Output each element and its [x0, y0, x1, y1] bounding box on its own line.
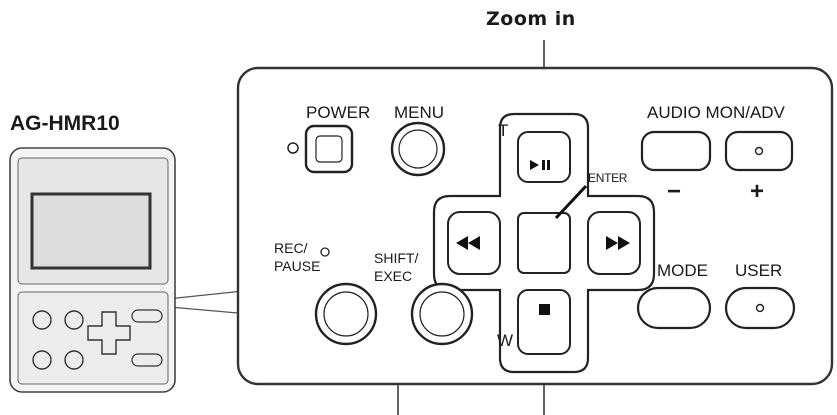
- fast-forward-icon: [606, 236, 618, 250]
- power-label: POWER: [306, 103, 371, 122]
- audio-mon-adv-label: AUDIO MON/ADV: [647, 103, 785, 122]
- audio-minus-label: −: [667, 178, 682, 205]
- audio-plus-label: +: [750, 178, 765, 205]
- zoom-in-callout: Zoom in: [486, 8, 576, 30]
- play-icon: [530, 160, 539, 170]
- mode-button: [636, 286, 712, 330]
- user-dot-icon: [755, 303, 765, 313]
- dpad-outline: [432, 112, 656, 374]
- tele-label: T: [498, 121, 509, 140]
- power-led-icon: [287, 142, 299, 154]
- rec-led-icon: [320, 247, 330, 257]
- shift-exec-label-line2: EXEC: [374, 268, 413, 284]
- device-thumbnail: [9, 147, 176, 393]
- audio-minus-button: [640, 130, 712, 172]
- mode-label: MODE: [657, 261, 708, 280]
- power-button: [304, 124, 354, 174]
- stop-button: [517, 289, 571, 355]
- audio-plus-button: [724, 130, 794, 172]
- user-button: [724, 286, 796, 330]
- enter-button: [517, 212, 571, 274]
- user-label: USER: [735, 261, 783, 280]
- shift-exec-button: [410, 282, 474, 346]
- device-model-label: AG-HMR10: [10, 112, 120, 135]
- device-screen: [30, 192, 152, 270]
- control-panel: [236, 66, 834, 386]
- wide-label: W: [497, 331, 514, 350]
- menu-label: MENU: [394, 103, 445, 122]
- rec-pause-label-line2: PAUSE: [274, 258, 321, 274]
- play-pause-button: [517, 131, 571, 183]
- rec-pause-label-line1: REC/: [274, 240, 308, 256]
- rewind-icon: [456, 236, 468, 250]
- shift-exec-label-line1: SHIFT/: [374, 250, 419, 266]
- enter-label: ENTER: [588, 171, 628, 185]
- menu-button: [390, 121, 446, 177]
- rec-pause-button: [314, 282, 378, 346]
- stop-icon: [539, 304, 550, 315]
- enter-leader: [554, 184, 588, 220]
- audio-plus-dot-icon: [754, 146, 764, 156]
